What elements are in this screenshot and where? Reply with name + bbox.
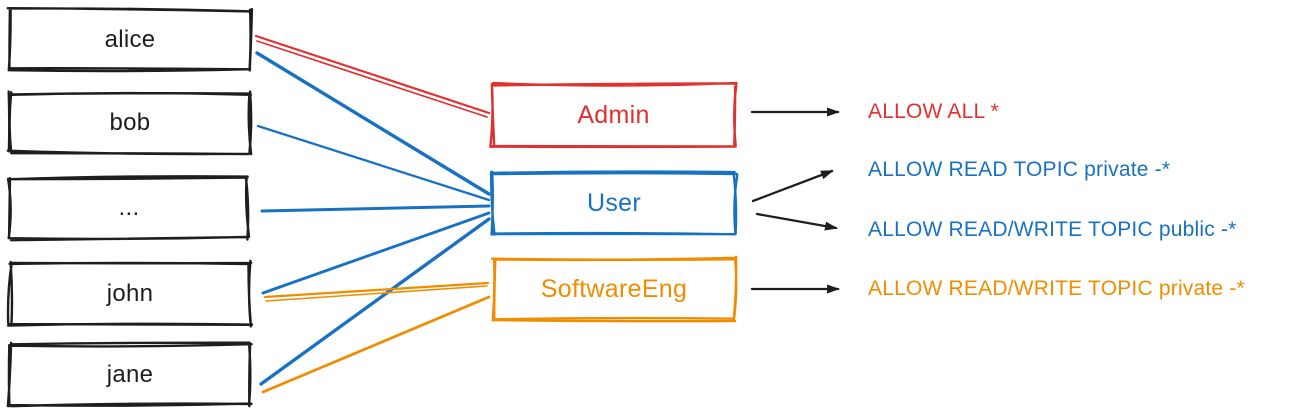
user-box-alice-outline — [6, 6, 254, 73]
edge-bob-user — [256, 124, 491, 202]
edge-jane-softwareeng — [261, 295, 491, 394]
edge-alice-admin-stroke2 — [256, 40, 488, 118]
edge-john-user — [261, 211, 491, 295]
user-box-bob-outline — [6, 90, 253, 156]
arrow-user-readwrite-public — [755, 212, 838, 231]
user-box-jane-outline — [6, 341, 253, 408]
role-box-softwareeng-outline — [490, 255, 738, 323]
edge-john-softwareeng — [263, 281, 490, 299]
edge-dots-user — [260, 204, 491, 213]
edge-john-softwareeng-stroke2 — [265, 285, 488, 302]
arrow-user-read-private — [751, 169, 834, 203]
user-box-john-outline — [6, 259, 254, 328]
role-box-user-outline — [489, 170, 739, 236]
role-box-admin-outline — [489, 81, 738, 149]
edge-alice-user — [255, 51, 491, 196]
edge-jane-user — [259, 217, 491, 386]
user-box-dots-outline — [6, 175, 251, 242]
edge-alice-admin — [254, 34, 491, 115]
